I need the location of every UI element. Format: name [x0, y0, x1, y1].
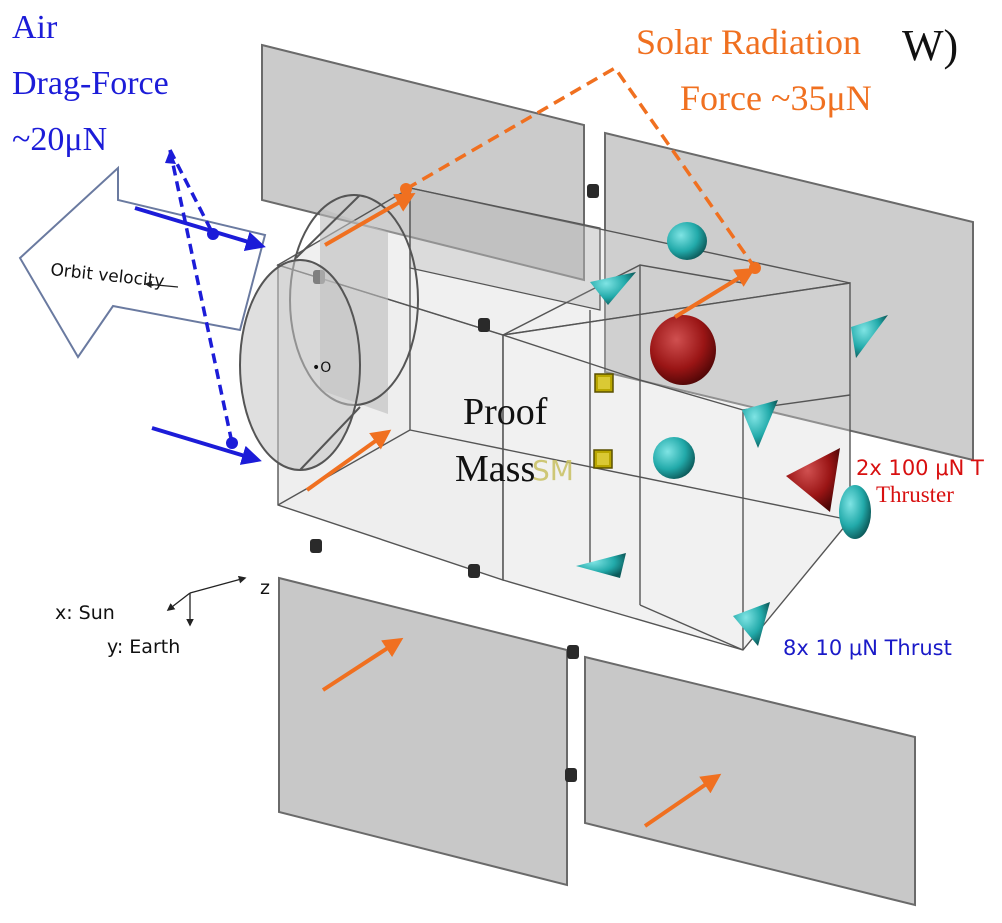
axes-triad: [166, 575, 247, 627]
air-drag-line-3: ~20μN: [12, 121, 107, 158]
solar-radiation-label: Solar Radiation W) Force ~35μN: [636, 21, 958, 118]
solar-line-1: Solar Radiation: [636, 22, 861, 62]
thruster-10-label: 8x 10 μN Thrust: [783, 636, 952, 660]
orbit-velocity-arrow: Orbit velocity: [18, 165, 267, 359]
upper-slab: [409, 187, 601, 311]
air-drag-line-2: Drag-Force: [12, 65, 169, 102]
axis-z-label: z: [260, 577, 270, 599]
sm-ghost-label: SM: [532, 454, 574, 487]
air-drag-arrows: [134, 149, 266, 465]
axis-x-label: x: Sun: [55, 602, 115, 624]
solar-radiation-arrows: [305, 65, 757, 828]
thruster-100-label: 2x 100 μN T: [856, 456, 984, 480]
mass-label: Mass: [455, 448, 535, 490]
red-thrusters: [650, 315, 840, 512]
air-drag-line-1: Air: [12, 9, 58, 46]
front-ring: •O: [239, 194, 419, 471]
solar-overlap-text: W): [902, 21, 958, 70]
air-drag-label: Air Drag-Force ~20μN: [12, 9, 169, 158]
solar-contact-dots: [400, 183, 761, 274]
axis-y-label: y: Earth: [107, 636, 180, 658]
solar-line-2: Force ~35μN: [680, 78, 872, 118]
thruster-word-label: Thruster: [876, 482, 954, 507]
center-o-label: •O: [312, 360, 331, 376]
solar-panel-lower-right: [584, 655, 916, 907]
solar-panel-lower-left: [278, 576, 568, 887]
proof-label: Proof: [463, 391, 548, 433]
proof-mass-cubes: [593, 373, 614, 469]
panel-hinges: [310, 184, 599, 782]
solar-panel-upper-left: [261, 43, 585, 282]
cyan-thrusters: [576, 222, 888, 646]
